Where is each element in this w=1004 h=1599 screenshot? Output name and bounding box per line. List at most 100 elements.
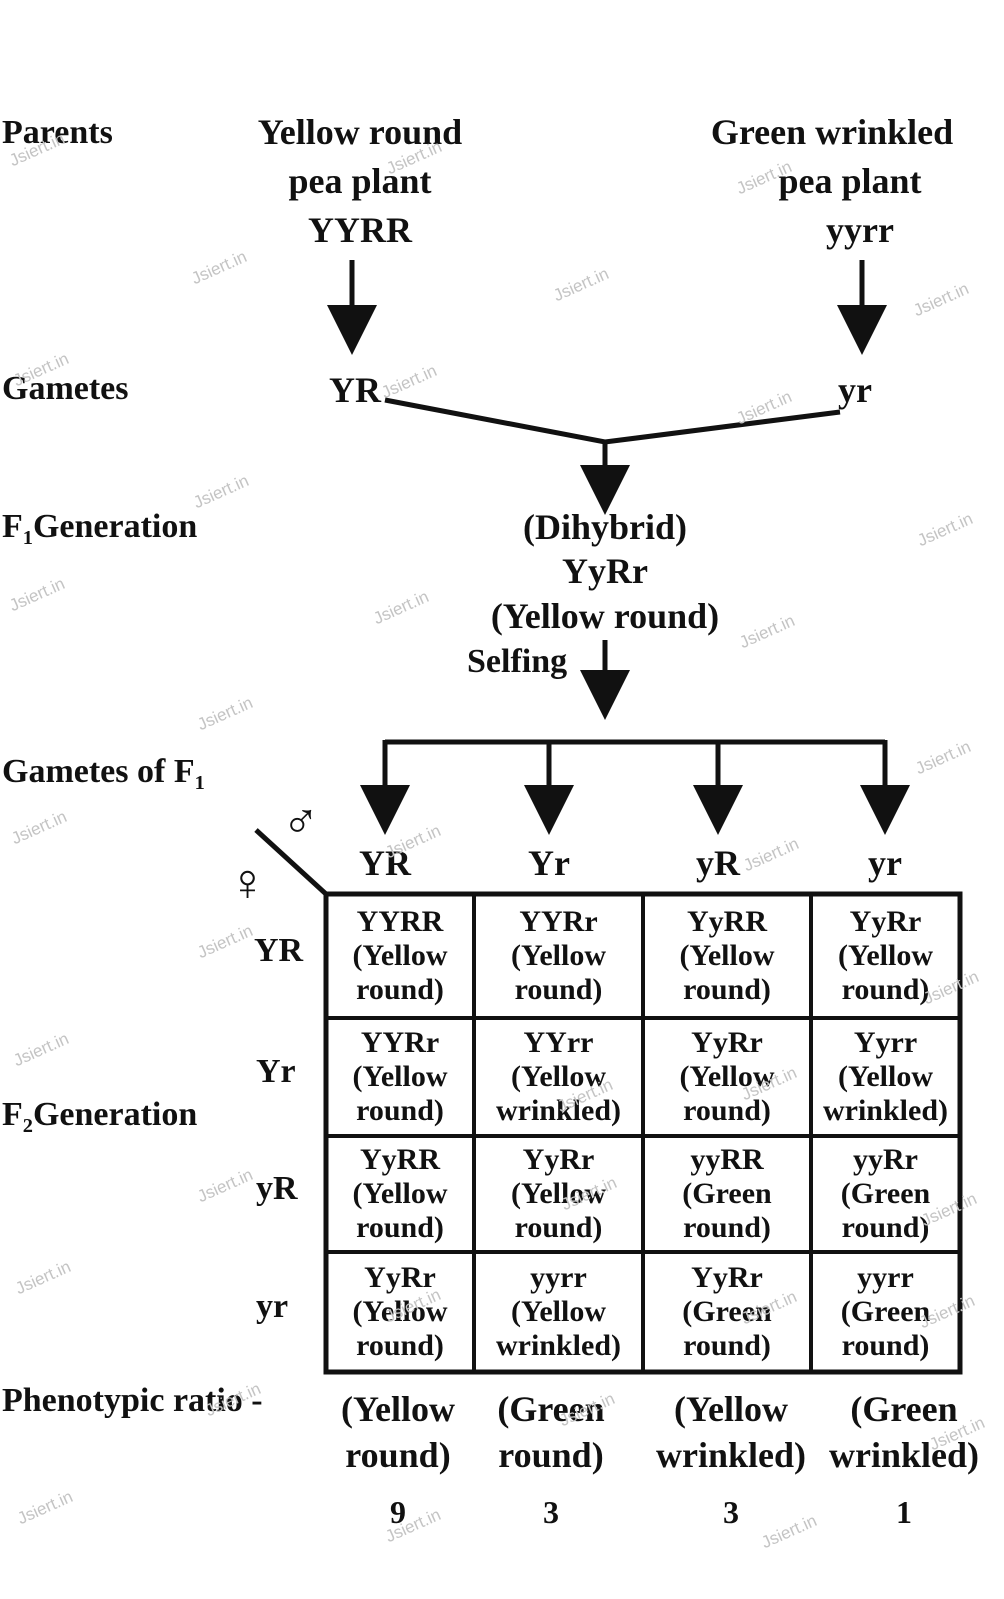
- selfing-label: Selfing: [467, 643, 568, 680]
- cell-phenotype-line2: round): [683, 1329, 771, 1362]
- ratio-phenotype-line1: (Yellow: [674, 1389, 788, 1429]
- cell-genotype: YyRr: [849, 905, 922, 938]
- female-gamete-1: YR: [254, 932, 304, 969]
- cell-phenotype-line2: round): [514, 1211, 603, 1244]
- label-gametes-of-f1: Gametes of F1: [2, 753, 205, 795]
- ratio-count-4: 1: [896, 1494, 912, 1530]
- ratio-phenotype-line1: (Green: [497, 1389, 605, 1429]
- cell-phenotype-line2: round): [514, 973, 603, 1006]
- male-gamete-1: YR: [359, 843, 411, 883]
- ratio-phenotype-line2: wrinkled): [655, 1435, 806, 1475]
- cell-phenotype-line2: round): [841, 1211, 930, 1244]
- ratio-phenotype-line2: round): [498, 1435, 604, 1475]
- cell-phenotype-line2: round): [683, 1094, 771, 1127]
- parent2-genotype: yyrr: [826, 210, 894, 250]
- cell-phenotype-line1: (Yellow: [679, 1060, 775, 1093]
- cell-genotype: YYRr: [360, 1026, 440, 1059]
- cell-genotype: YyRr: [522, 1143, 595, 1176]
- cell-phenotype-line2: round): [841, 973, 930, 1006]
- cell-genotype: yyrr: [857, 1261, 914, 1294]
- cell-genotype: YyRR: [360, 1143, 440, 1176]
- punnett-grid: [323, 891, 963, 1375]
- cell-phenotype-line1: (Yellow: [838, 1060, 933, 1093]
- label-gametes: Gametes: [2, 370, 129, 407]
- cell-phenotype-line1: (Yellow: [838, 939, 933, 972]
- ratio-phenotype-4: (Green wrinkled): [814, 1386, 994, 1478]
- cell-phenotype-line1: (Yellow: [352, 939, 448, 972]
- cell-genotype: YyRr: [364, 1261, 436, 1294]
- cell-phenotype-line2: round): [356, 1329, 444, 1362]
- ratio-phenotype-line1: (Yellow: [341, 1389, 455, 1429]
- ratio-count-1: 9: [390, 1494, 406, 1530]
- cell-phenotype-line2: wrinkled): [822, 1094, 948, 1127]
- cell-phenotype-line1: (Yellow: [511, 939, 606, 972]
- cell-genotype: yyrr: [530, 1261, 587, 1294]
- f1-genotype: YyRr: [562, 551, 648, 591]
- ratio-phenotype-2: (Green round): [461, 1386, 641, 1478]
- ratio-phenotype-1: (Yellow round): [308, 1386, 488, 1478]
- cell-genotype: YYrr: [523, 1026, 594, 1059]
- ratio-phenotype-3: (Yellow wrinkled): [641, 1386, 821, 1478]
- parent1-genotype: YYRR: [308, 210, 412, 250]
- cell-genotype: YYRr: [519, 905, 598, 938]
- cell-phenotype-line1: (Yellow: [511, 1060, 606, 1093]
- cell-phenotype-line1: (Green: [840, 1177, 931, 1210]
- ratio-count-2: 3: [543, 1494, 559, 1530]
- female-gamete-2: Yr: [256, 1053, 296, 1090]
- cell-phenotype-line1: (Yellow: [352, 1177, 448, 1210]
- parent1-gamete: YR: [329, 370, 381, 410]
- parent2-line1: Green wrinkled: [710, 112, 954, 152]
- cell-phenotype-line2: wrinkled): [495, 1094, 621, 1127]
- cell-genotype: Yyrr: [853, 1026, 918, 1059]
- cell-genotype: yyRr: [853, 1143, 918, 1176]
- ratio-phenotype-line2: wrinkled): [828, 1435, 979, 1475]
- cell-phenotype-line2: round): [683, 973, 771, 1006]
- cell-phenotype-line1: (Yellow: [679, 939, 775, 972]
- male-gamete-3: yR: [696, 843, 740, 883]
- ratio-phenotype-line1: (Green: [850, 1389, 958, 1429]
- cell-phenotype-line1: (Yellow: [352, 1295, 448, 1328]
- cell-phenotype-line1: (Green: [682, 1177, 772, 1210]
- cell-genotype: YyRR: [687, 905, 767, 938]
- cell-phenotype-line1: (Yellow: [511, 1177, 606, 1210]
- cell-genotype: YyRr: [691, 1261, 763, 1294]
- cell-phenotype-line2: round): [356, 1094, 444, 1127]
- cell-phenotype-line2: round): [356, 973, 444, 1006]
- female-gamete-4: yr: [256, 1288, 289, 1325]
- cell-genotype: YyRr: [691, 1026, 763, 1059]
- f1-dihybrid-label: (Dihybrid): [522, 507, 688, 547]
- label-f1-generation: F1Generation: [2, 508, 198, 550]
- cell-phenotype-line1: (Green: [840, 1295, 931, 1328]
- cell-phenotype-line2: round): [683, 1211, 771, 1244]
- label-phenotypic-ratio: Phenotypic ratio -: [2, 1382, 263, 1419]
- parent1-line1: Yellow round: [257, 112, 463, 152]
- ratio-phenotype-line2: round): [345, 1435, 451, 1475]
- parent1-line2: pea plant: [288, 161, 432, 201]
- cell-genotype: YYRR: [356, 905, 444, 938]
- cell-phenotype-line2: wrinkled): [495, 1329, 621, 1362]
- male-gamete-4: yr: [868, 843, 902, 883]
- cell-genotype: yyRR: [690, 1143, 764, 1176]
- cell-phenotype-line1: (Yellow: [352, 1060, 448, 1093]
- male-gamete-2: Yr: [528, 843, 570, 883]
- male-symbol-icon: ♂: [282, 793, 320, 849]
- female-gamete-3: yR: [256, 1170, 298, 1207]
- ratio-count-3: 3: [723, 1494, 739, 1530]
